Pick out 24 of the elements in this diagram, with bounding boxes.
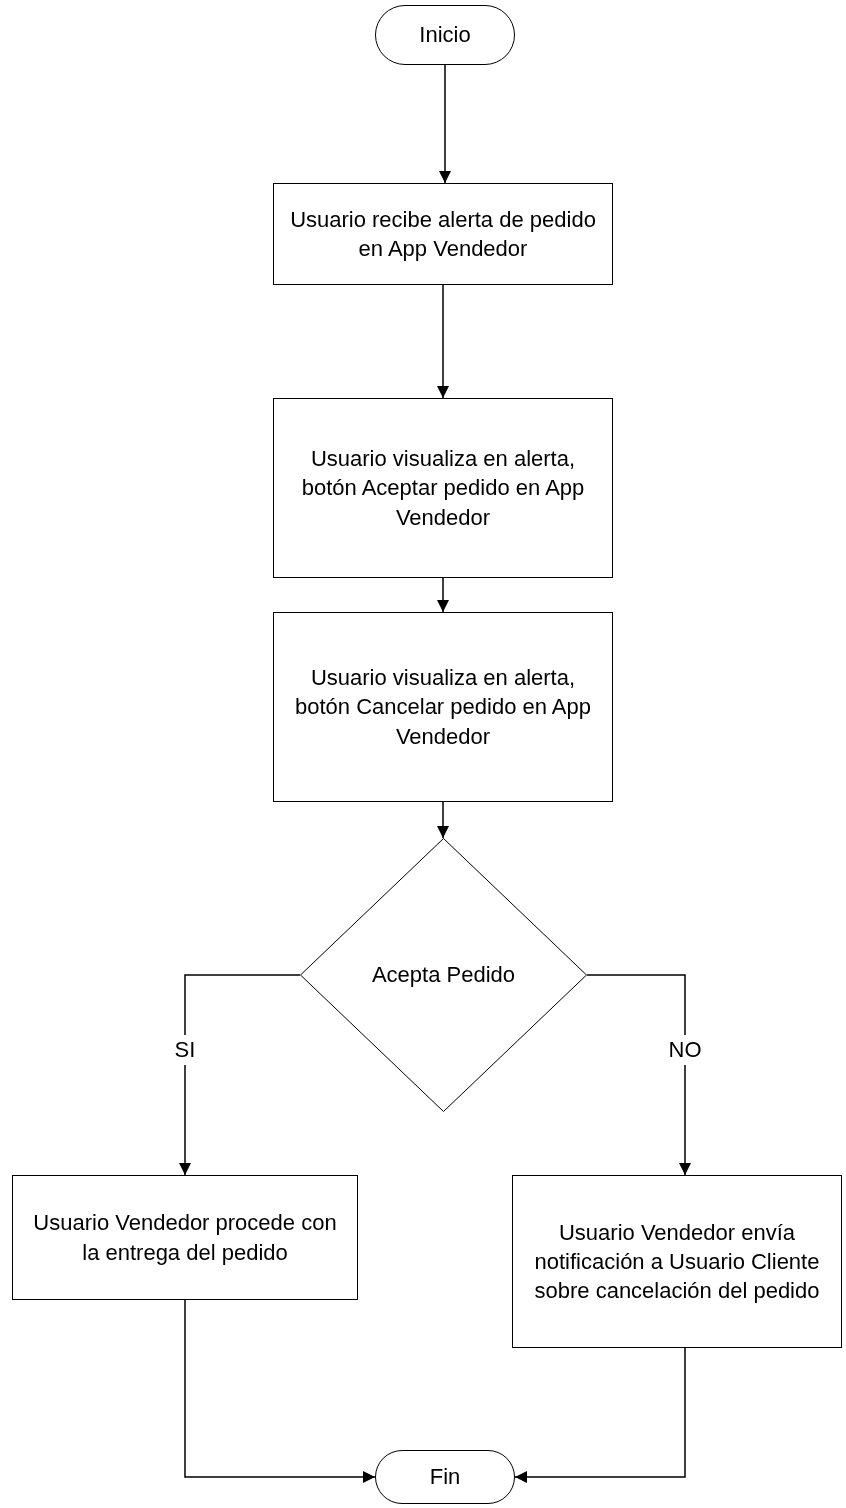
decision-diamond [300, 838, 587, 1112]
node-label: Usuario Vendedor envía notificación a Usuario Cliente sobre cancelación del pedido [533, 1218, 821, 1305]
node-label: Acepta Pedido [371, 961, 516, 990]
arrow [586, 974, 691, 1176]
process-box [273, 612, 613, 802]
arrow [437, 284, 449, 399]
node-label: Usuario recibe alerta de pedido en App Vendedor [289, 205, 597, 263]
node-label: Usuario Vendedor procede con la entrega del pedido [32, 1209, 338, 1267]
terminator-shape [375, 5, 515, 65]
process-box [512, 1175, 842, 1348]
process-box [273, 183, 613, 285]
process-box [12, 1175, 358, 1300]
node-label: Fin [429, 1463, 461, 1492]
terminator-shape [375, 1450, 515, 1504]
node-label: Inicio [419, 21, 471, 50]
node-label: Usuario visualiza en alerta, botón Aceptar pedido en App Vendedor [300, 445, 586, 532]
arrow [179, 974, 301, 1176]
arrow [184, 1299, 376, 1483]
arrow [514, 1347, 686, 1483]
arrow [437, 577, 449, 613]
arrow [439, 64, 451, 184]
node-label: Usuario visualiza en alerta, botón Cancelar pedido en App Vendedor [294, 664, 592, 751]
process-box [273, 398, 613, 578]
arrow [437, 801, 449, 839]
